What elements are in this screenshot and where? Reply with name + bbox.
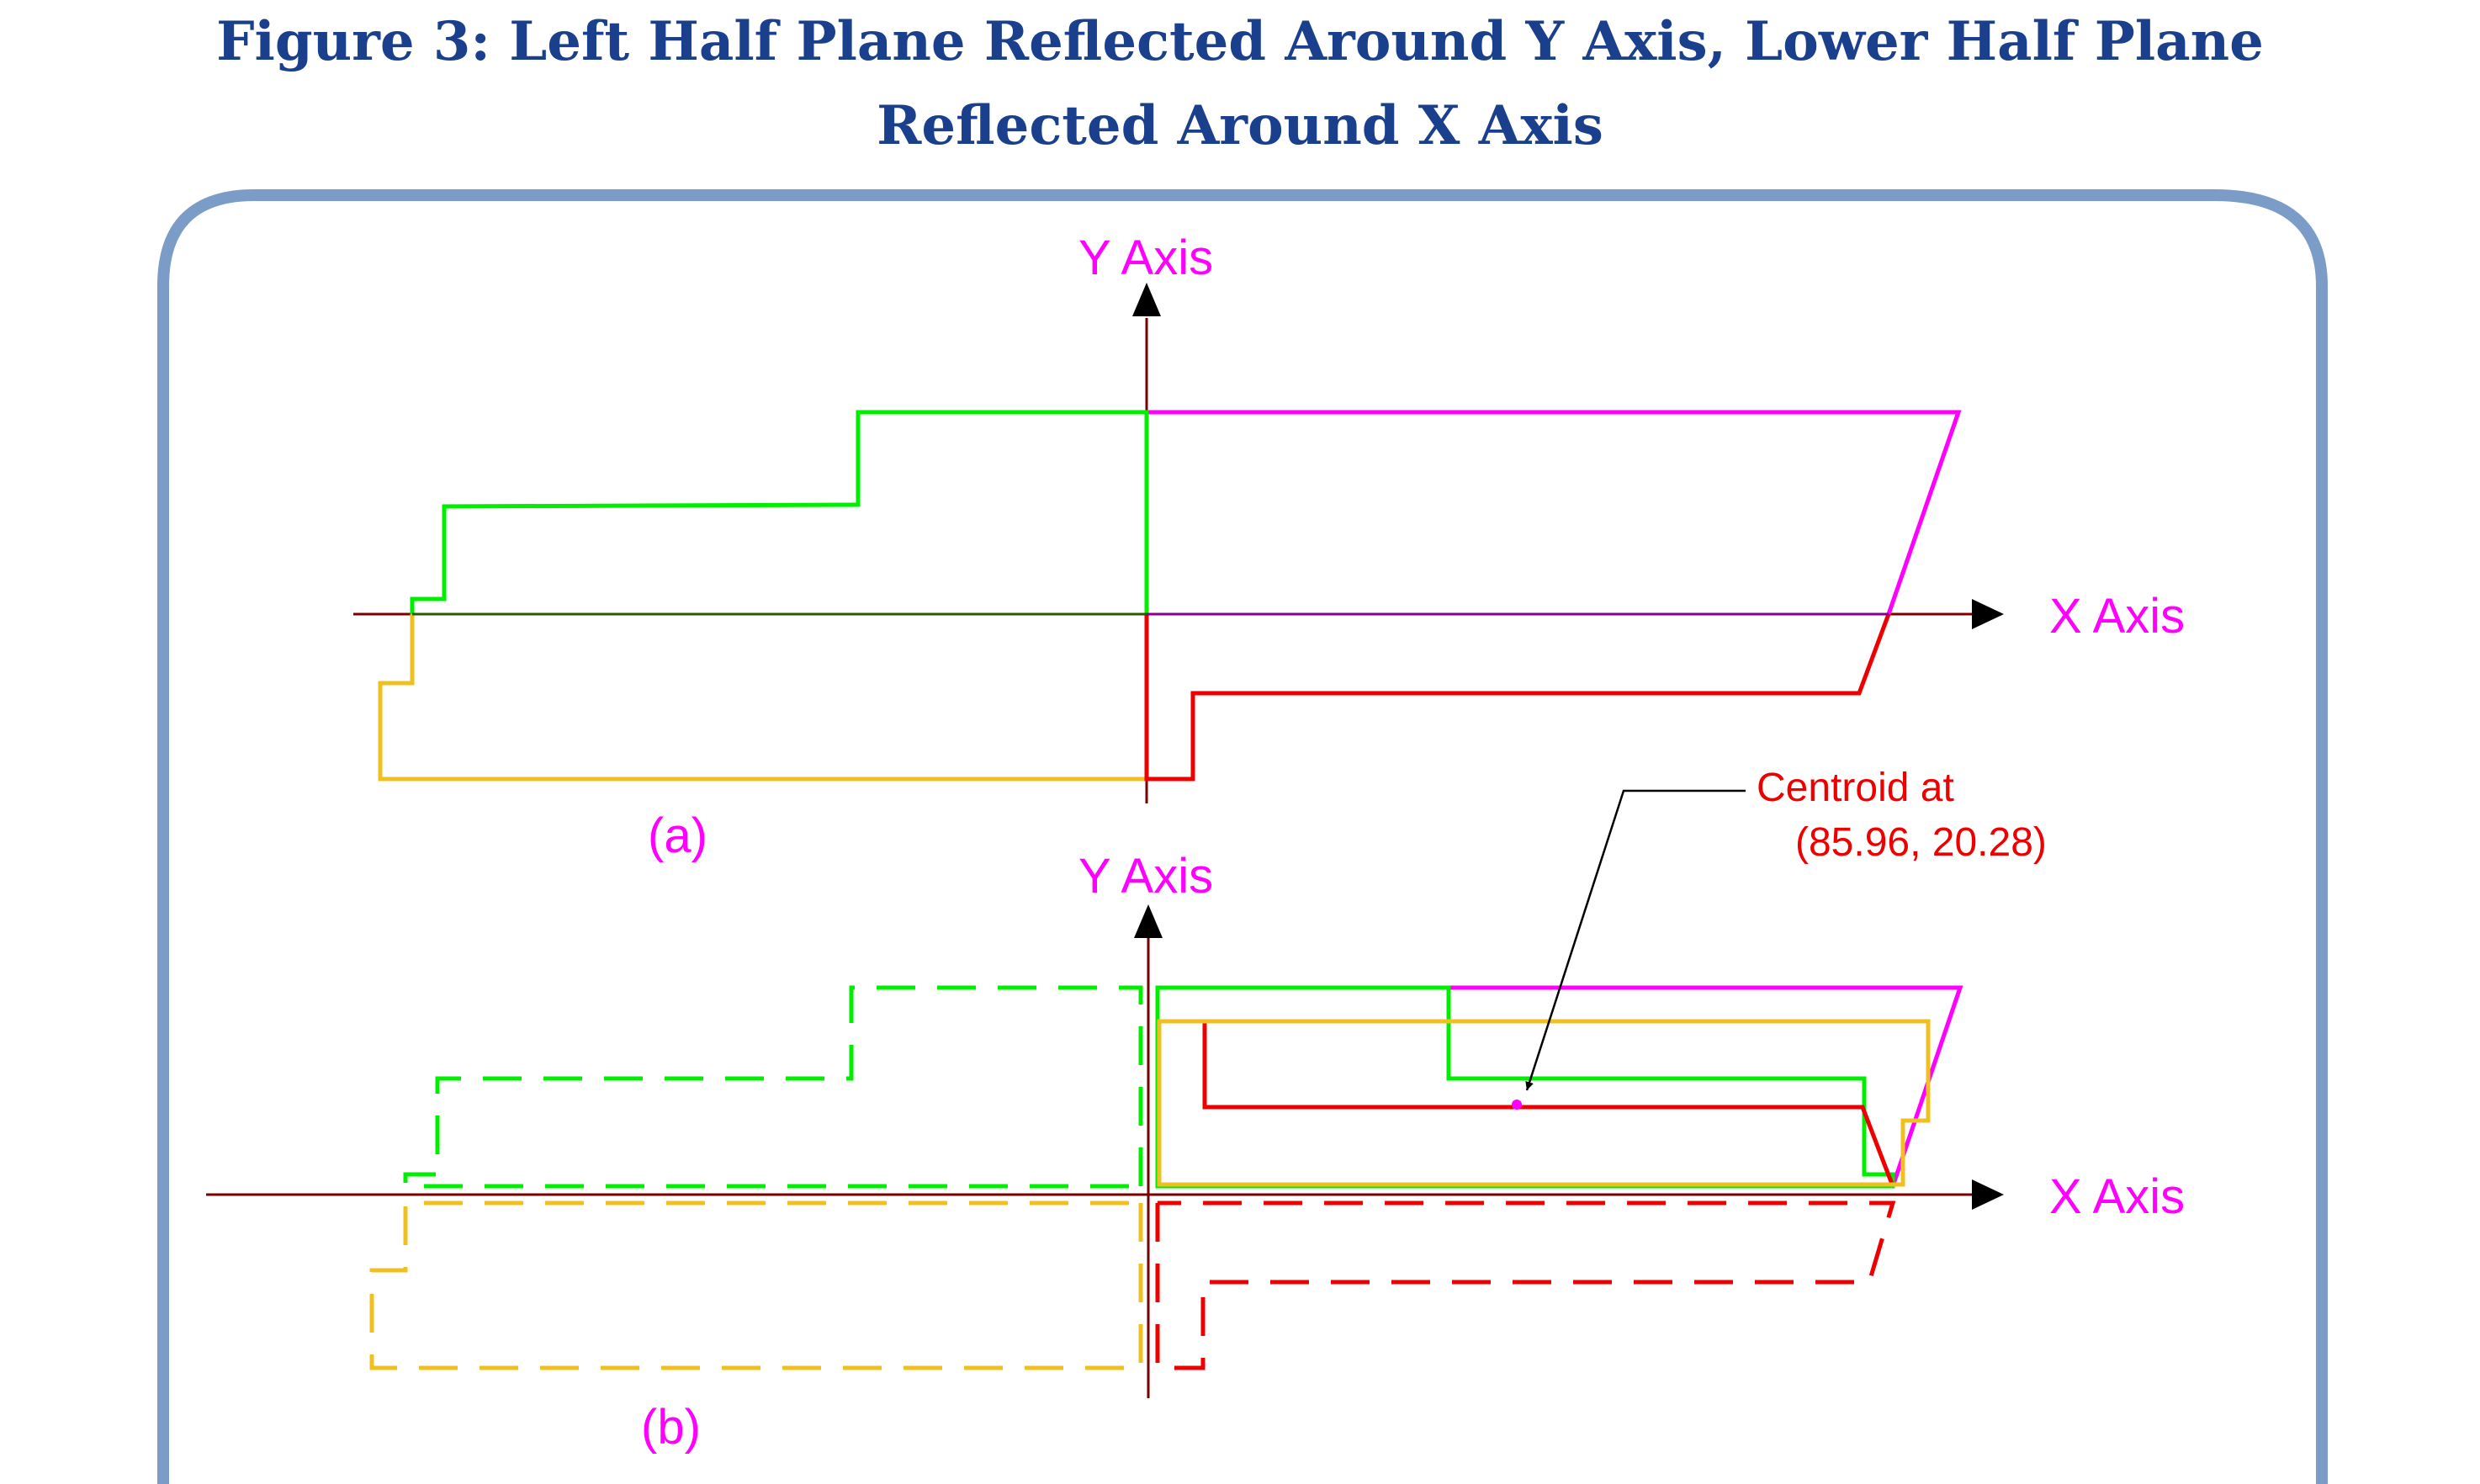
- centroid-label-line-1: Centroid at: [1757, 766, 1954, 810]
- panel-b-x-axis-arrow: [1972, 1179, 2004, 1210]
- panel-a-y-axis-arrow: [1132, 283, 1161, 316]
- panel-b-green-outline: [1155, 985, 1895, 1189]
- centroid-label-line-2: (85.96, 20.28): [1795, 820, 2047, 865]
- panel-a-x-axis-arrow: [1972, 599, 2004, 629]
- panel-a: Y Axis X Axis (a): [353, 231, 2185, 863]
- panel-a-yellow-outline: [378, 614, 1149, 782]
- panel-b-red-dashed-outline: [1155, 1200, 1896, 1370]
- panel-a-magenta-outline: [1144, 410, 1962, 615]
- panel-a-caption: (a): [648, 808, 707, 863]
- centroid-leader-line: [1525, 789, 1746, 1091]
- panel-b-yellow-outline: [1157, 1019, 1931, 1187]
- figure-title: Figure 3: Left Half Plane Reflected Arou…: [0, 0, 2480, 168]
- panel-a-red-outline: [1144, 613, 1891, 782]
- panel-a-green-outline: [410, 410, 1149, 614]
- figure-frame: [157, 189, 2328, 1484]
- panel-a-x-axis-label: X Axis: [2049, 589, 2185, 644]
- panel-b-x-axis-label: X Axis: [2049, 1169, 2185, 1224]
- figure-title-line-2: Reflected Around X Axis: [877, 94, 1603, 157]
- panel-b-caption: (b): [641, 1400, 701, 1455]
- figure-title-line-1: Figure 3: Left Half Plane Reflected Arou…: [216, 10, 2264, 73]
- panel-b-y-axis-label: Y Axis: [1078, 849, 1213, 904]
- panel-b-red-outline: [1202, 1021, 1895, 1187]
- panel-b: Centroid at (85.96, 20.28) Y Axis X Axis…: [206, 766, 2185, 1455]
- panel-b-y-axis-arrow: [1134, 904, 1163, 938]
- centroid-point: [1512, 1100, 1522, 1110]
- panel-b-green-dashed-outline: [403, 985, 1143, 1189]
- panel-a-y-axis-label: Y Axis: [1078, 231, 1213, 285]
- panel-b-magenta-outline: [1155, 985, 1963, 1189]
- panel-b-yellow-dashed-outline: [369, 1200, 1143, 1370]
